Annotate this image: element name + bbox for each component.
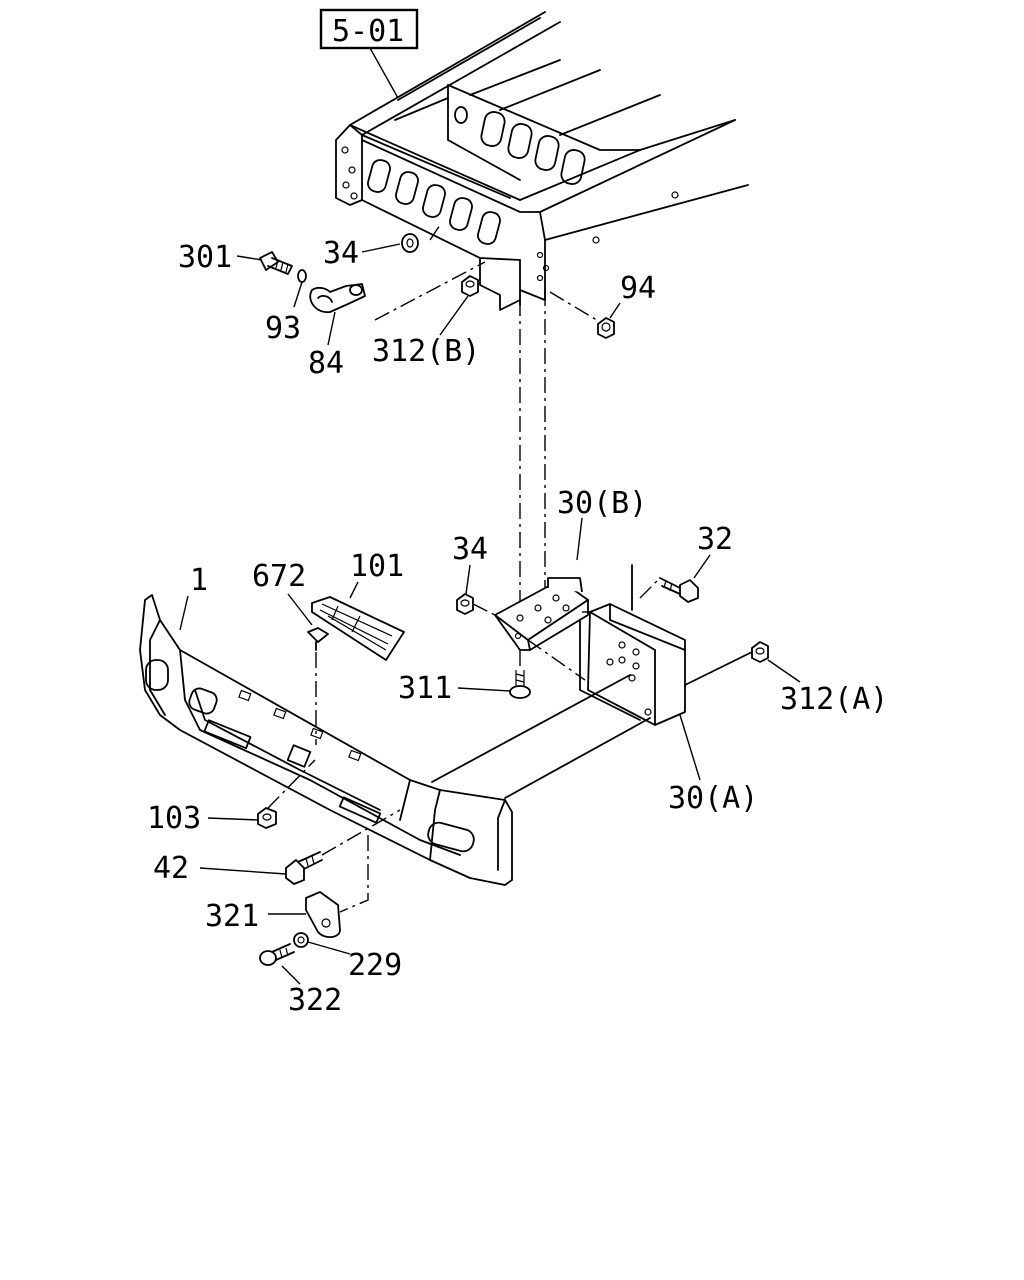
bracket-30b[interactable] <box>494 577 589 651</box>
plate-321[interactable] <box>305 891 341 938</box>
label-93: 93 <box>265 311 301 346</box>
label-30b: 30(B) <box>557 486 647 521</box>
reference-leader <box>369 47 399 99</box>
label-301: 301 <box>178 240 232 275</box>
nut-312a[interactable] <box>751 641 769 663</box>
bolt-311[interactable] <box>509 670 531 699</box>
bolt-32[interactable] <box>659 577 699 603</box>
bumper-mount-line-lower <box>504 717 651 799</box>
bumper-1[interactable] <box>139 594 513 886</box>
label-34-lower: 34 <box>452 532 488 567</box>
tow-hook-centerline <box>374 261 486 321</box>
label-42: 42 <box>153 851 189 886</box>
nut-94[interactable] <box>597 317 615 339</box>
reference-box[interactable]: 5-01 <box>319 8 419 50</box>
nut-312b[interactable] <box>461 275 479 297</box>
label-32: 32 <box>697 522 733 557</box>
label-30a: 30(A) <box>668 781 758 816</box>
nut-34-upper[interactable] <box>401 233 419 253</box>
label-311: 311 <box>398 671 452 706</box>
nut-34-lower[interactable] <box>456 593 474 615</box>
label-94: 94 <box>620 271 656 306</box>
bolt-322[interactable] <box>259 943 295 966</box>
label-34-upper: 34 <box>323 236 359 271</box>
leaders <box>179 243 801 985</box>
tow-hook-84[interactable] <box>309 283 366 313</box>
label-322: 322 <box>288 983 342 1018</box>
label-229: 229 <box>348 948 402 983</box>
label-312a: 312(A) <box>780 682 888 717</box>
bolt-42[interactable] <box>285 851 323 885</box>
washer-93[interactable] <box>297 269 307 283</box>
reference-label: 5-01 <box>332 14 404 49</box>
label-103: 103 <box>147 801 201 836</box>
cover-101[interactable] <box>311 596 405 661</box>
label-672: 672 <box>252 559 306 594</box>
chassis-frame <box>335 11 749 311</box>
label-321: 321 <box>205 899 259 934</box>
label-84: 84 <box>308 346 344 381</box>
bracket-30a[interactable] <box>579 564 686 726</box>
nut-229[interactable] <box>293 932 309 948</box>
bumper-mount-line-upper <box>431 674 631 783</box>
label-1: 1 <box>190 563 208 598</box>
nut-103[interactable] <box>257 807 277 829</box>
clip-672[interactable] <box>307 627 329 651</box>
label-101: 101 <box>350 549 404 584</box>
bolt-301[interactable] <box>259 251 293 275</box>
label-312b: 312(B) <box>372 334 480 369</box>
